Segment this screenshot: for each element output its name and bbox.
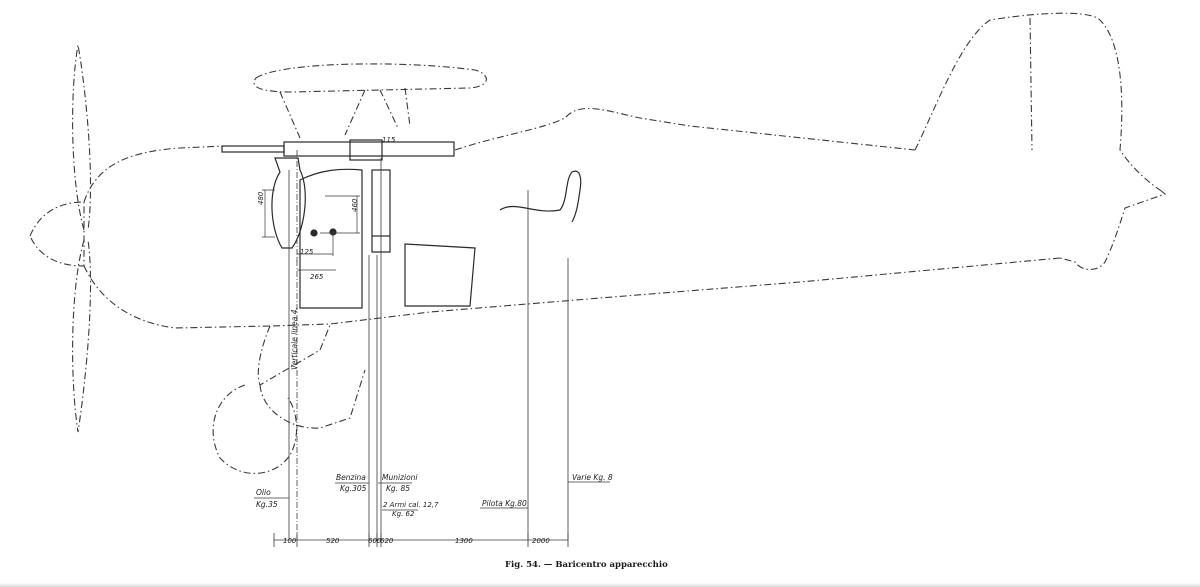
- vertical-tail: [914, 12, 1161, 191]
- dim-600: 600: [368, 537, 382, 545]
- label-munizioni-weight: Kg. 85: [386, 484, 410, 493]
- label-munizioni-name: Munizioni: [382, 473, 418, 482]
- propeller-spinner: [29, 201, 85, 267]
- equipment-box: [404, 243, 476, 307]
- dim-100: 100: [283, 537, 297, 545]
- label-benzina-name: Benzina: [336, 473, 366, 482]
- label-armi-name: 2 Armi cal. 12,7: [383, 501, 439, 509]
- fuselage-bottom: [269, 257, 1061, 327]
- fuselage-top: [454, 107, 916, 151]
- label-vertical-ref: Verticale linea 4.: [290, 307, 299, 370]
- machine-gun-body: [283, 141, 455, 157]
- dim-2000: 2000: [532, 537, 550, 545]
- fuel-tank: [299, 168, 363, 309]
- figure-caption: Fig. 54. — Baricentro apparecchio: [505, 560, 668, 570]
- scan-edge: [0, 583, 1200, 587]
- dim-265: 265: [310, 273, 324, 281]
- label-pilota: Pilota Kg.80: [482, 499, 527, 508]
- dim-620: 620: [380, 537, 394, 545]
- dim-460: 460: [351, 198, 359, 212]
- tail-cone: [1059, 189, 1167, 271]
- label-olio-name: Olio: [256, 488, 271, 497]
- dim-480: 480: [257, 191, 265, 205]
- label-benzina-weight: Kg.305: [340, 484, 367, 493]
- cabane-struts: [279, 87, 411, 139]
- pilot-seat: [499, 170, 582, 223]
- upper-wing: [253, 63, 487, 93]
- engine-cowling: [83, 145, 271, 329]
- cg-marker-oil: [310, 229, 318, 237]
- label-olio-weight: Kg.35: [256, 500, 278, 509]
- dim-125: 125: [300, 248, 314, 256]
- rudder-hinge: [1029, 17, 1033, 151]
- machine-gun-breech: [349, 139, 383, 161]
- machine-gun-barrel: [221, 145, 285, 153]
- dim-115: 115: [382, 136, 396, 144]
- gear-leg: [259, 369, 366, 429]
- propeller-lower-blade: [72, 239, 92, 433]
- dim-1300: 1300: [455, 537, 473, 545]
- dim-520: 520: [326, 537, 340, 545]
- label-varie: Varie Kg. 8: [572, 473, 613, 482]
- landing-wheel: [212, 384, 298, 474]
- label-armi-weight: Kg. 62: [392, 510, 415, 518]
